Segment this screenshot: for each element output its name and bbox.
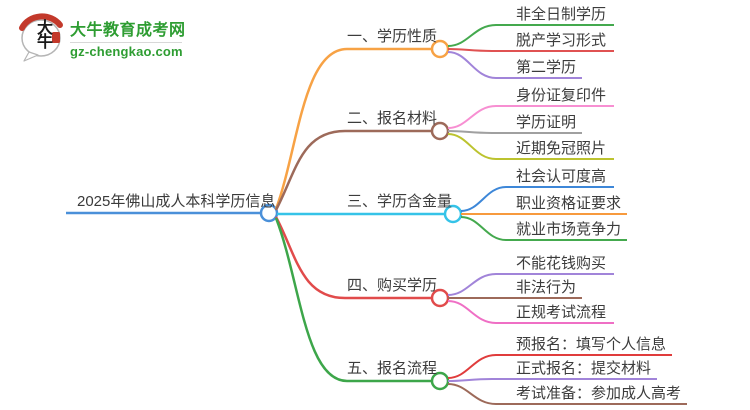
child-label-2-2: 学历证明: [516, 114, 577, 131]
child-line-5-1: [447, 354, 672, 379]
branch-label-4: 四、购买学历: [347, 277, 438, 294]
child-label-5-3: 考试准备：参加成人高考: [516, 385, 682, 402]
branch-label-1: 一、学历性质: [347, 28, 438, 45]
logo-icon-characters: 大牛: [34, 19, 51, 47]
child-label-5-1: 预报名：填写个人信息: [516, 336, 667, 353]
child-line-5-3: [447, 383, 687, 405]
child-line-1-2: [447, 48, 614, 52]
child-label-3-2: 职业资格证要求: [516, 195, 622, 212]
child-line-4-1: [447, 273, 614, 296]
child-label-4-3: 正规考试流程: [516, 304, 607, 321]
child-label-4-1: 不能花钱购买: [516, 255, 607, 272]
child-label-5-2: 正式报名：提交材料: [516, 360, 652, 377]
logo-bubble-shape: [19, 13, 63, 62]
child-label-1-2: 脱产学习形式: [516, 32, 607, 49]
branch-line-2: [274, 129, 432, 211]
branch-label-3: 三、学历含金量: [347, 193, 453, 210]
child-line-4-3: [447, 300, 614, 324]
logo-site-name: 大牛教育成考网: [70, 22, 186, 39]
child-line-2-2: [447, 130, 582, 134]
child-label-4-2: 非法行为: [516, 279, 577, 296]
branch-line-5: [274, 217, 432, 383]
child-line-1-1: [447, 24, 614, 47]
child-label-1-1: 非全日制学历: [516, 6, 607, 23]
logo-bubble-icon: 大牛: [16, 10, 66, 62]
root-node-label: 2025年佛山成人本科学历信息: [77, 193, 276, 210]
logo-red-arc: [19, 13, 63, 31]
child-label-2-1: 身份证复印件: [516, 87, 607, 104]
logo-site-domain: gz-chengkao.com: [70, 44, 183, 59]
logo-seal-mark: [52, 32, 60, 43]
child-label-2-3: 近期免冠照片: [516, 140, 607, 157]
site-logo: 大牛 大牛教育成考网 gz-chengkao.com: [16, 10, 186, 62]
branch-line-1: [274, 47, 432, 210]
logo-divider: [70, 42, 182, 43]
child-line-3-1: [460, 186, 614, 212]
child-label-1-3: 第二学历: [516, 59, 577, 76]
branch-label-2: 二、报名材料: [347, 110, 438, 127]
child-line-2-1: [447, 105, 614, 129]
branch-label-5: 五、报名流程: [347, 360, 438, 377]
child-line-5-2: [447, 378, 657, 382]
child-line-2-3: [447, 133, 614, 160]
child-label-3-3: 就业市场竞争力: [516, 221, 622, 238]
child-line-3-3: [460, 216, 627, 241]
child-label-3-1: 社会认可度高: [516, 168, 607, 185]
branch-line-4: [274, 216, 432, 300]
child-line-1-3: [447, 51, 582, 79]
